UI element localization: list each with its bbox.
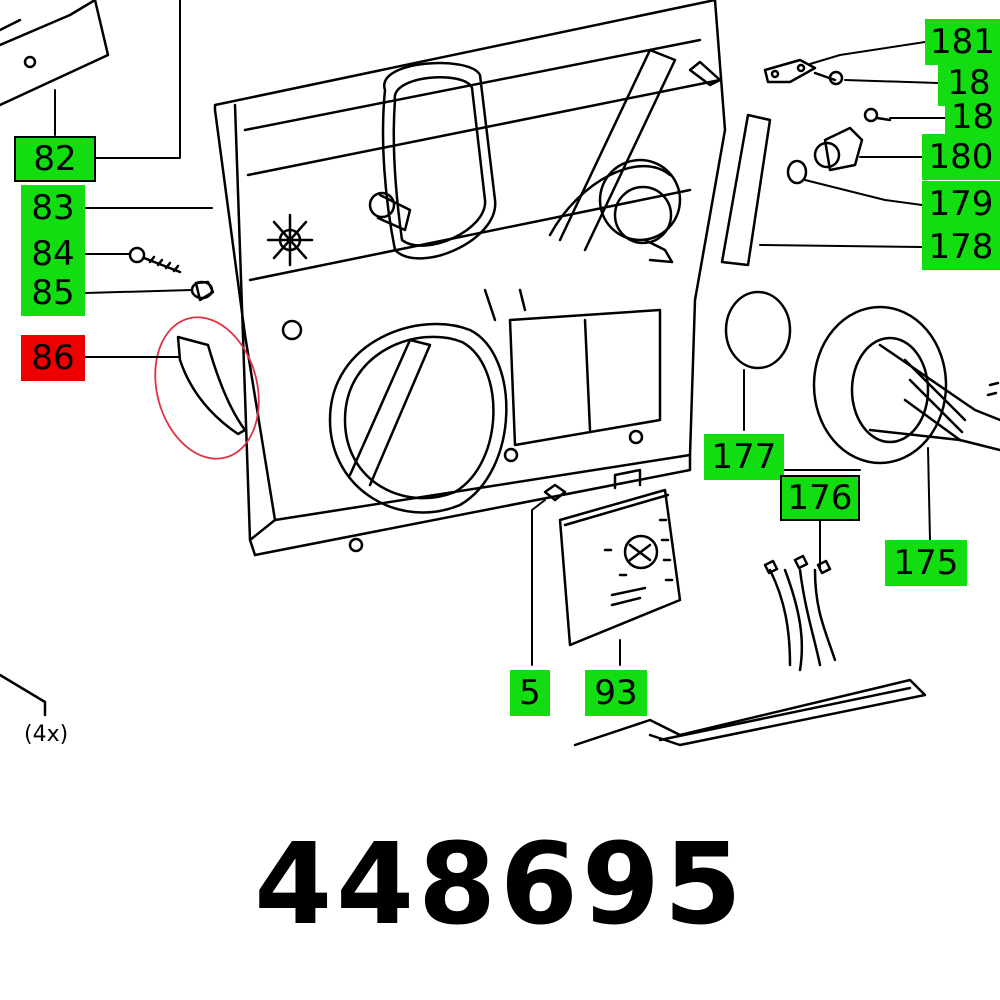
bracket-181 — [763, 58, 817, 84]
callout-18-lower: 18 — [945, 94, 1000, 140]
callout-84: 84 — [21, 231, 85, 277]
callout-178: 178 — [922, 224, 1000, 270]
circuit-board-93 — [558, 468, 682, 647]
bracket-fragment-82 — [0, 0, 110, 107]
screw-18-lower — [863, 107, 892, 123]
callout-175: 175 — [885, 540, 967, 586]
callout-86: 86 — [21, 335, 85, 381]
callout-177: 177 — [704, 434, 784, 480]
callout-5: 5 — [510, 670, 550, 716]
small-part-5 — [543, 483, 567, 502]
callout-179: 179 — [922, 181, 1000, 227]
part-number: 448695 — [254, 820, 746, 950]
highlight-ellipse — [154, 316, 260, 460]
callout-83: 83 — [21, 185, 85, 231]
callout-176: 176 — [780, 475, 860, 521]
wiring-harness-176 — [763, 554, 837, 672]
bottom-rail — [573, 678, 927, 747]
leader-lines — [54, 0, 946, 666]
cable-grommet-175 — [812, 305, 1000, 465]
screw-84 — [128, 246, 182, 274]
strip-178 — [720, 113, 772, 267]
foot-leader-4x — [0, 673, 47, 717]
main-housing — [213, 0, 727, 557]
ring-177 — [724, 290, 792, 370]
screw-18-upper — [813, 70, 844, 86]
callout-180: 180 — [922, 134, 1000, 180]
quantity-note: (4x) — [24, 722, 69, 747]
o-ring-179 — [786, 159, 808, 185]
seal-strip-86 — [176, 335, 247, 436]
callout-82: 82 — [14, 136, 96, 182]
callout-93: 93 — [585, 670, 647, 716]
callout-181: 181 — [925, 19, 1000, 65]
pin-mount-180 — [813, 126, 864, 172]
callout-85: 85 — [21, 270, 85, 316]
nut-85 — [190, 280, 215, 302]
